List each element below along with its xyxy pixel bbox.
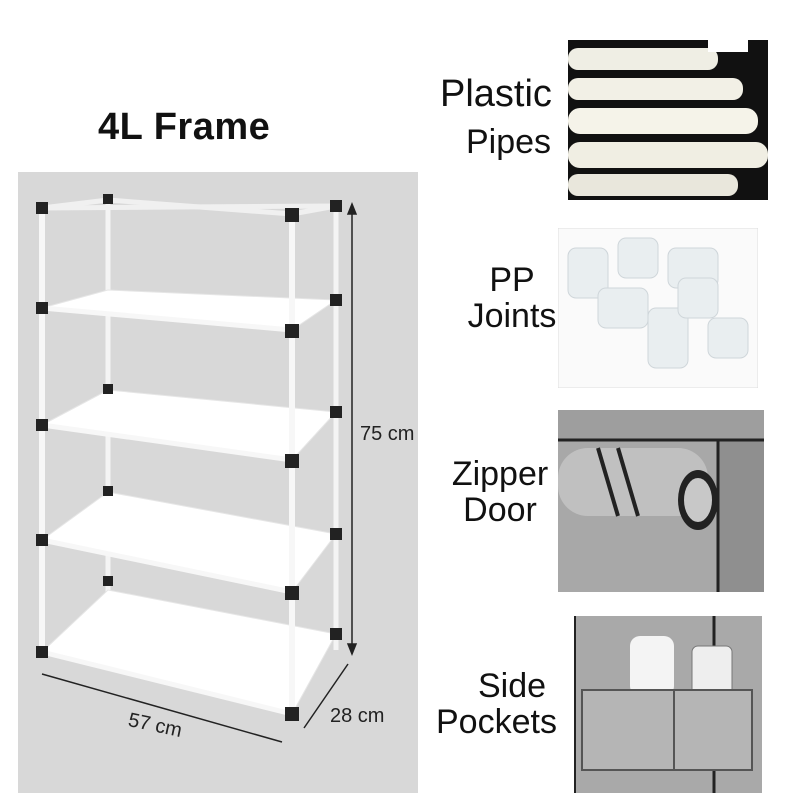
shelf-frame-illustration: 75 cm 57 cm 28 cm (36, 194, 414, 743)
height-dimension-label: 75 cm (360, 423, 414, 445)
zipper-door-photo (558, 410, 764, 592)
depth-dimension-line (303, 663, 349, 729)
width-dimension-label: 57 cm (126, 709, 184, 742)
feature-pipes-label: Pipes (466, 123, 552, 161)
feature-plastic-label: Plastic (440, 73, 552, 115)
feature-zipper-door-label: Zipper Door (451, 455, 549, 529)
depth-dimension-label: 28 cm (330, 705, 384, 727)
feature-pockets-label: Pockets (436, 703, 557, 741)
feature-side-label: Side (477, 667, 547, 705)
height-dimension-line (346, 201, 358, 657)
side-pockets-photo (574, 616, 762, 793)
plastic-pipes-photo (568, 40, 768, 200)
pp-joints-photo (558, 228, 758, 388)
frame-title: 4L Frame (98, 106, 271, 148)
feature-pp-joints-label: PP Joints (467, 261, 557, 335)
width-dimension-line (41, 673, 283, 743)
